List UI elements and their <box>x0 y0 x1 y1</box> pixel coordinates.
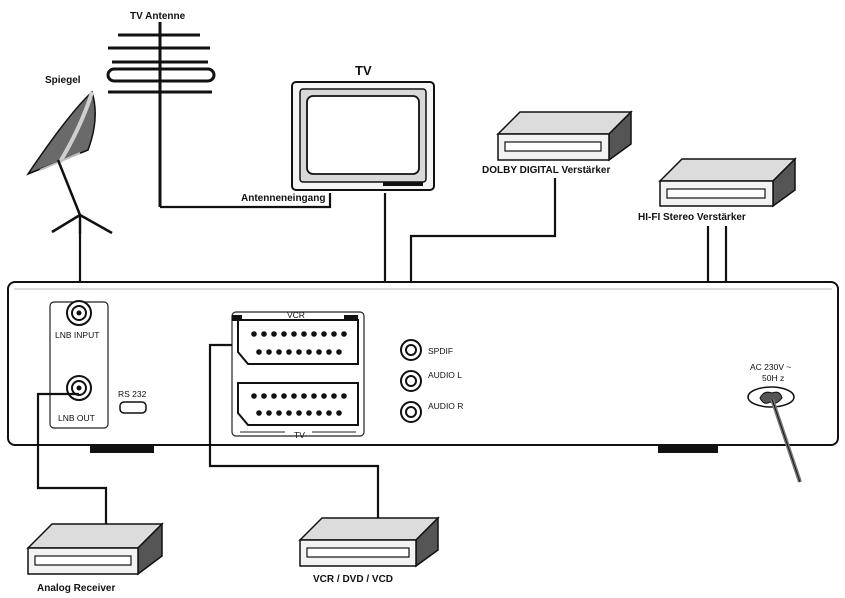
hifi-amplifier <box>658 157 797 208</box>
ac-voltage-label: AC 230V ~ <box>750 362 791 372</box>
receiver-back-panel <box>7 281 839 453</box>
power-inlet <box>747 386 802 483</box>
scart-connector-tv <box>237 382 359 426</box>
ac-frequency-label: 50H z <box>762 373 784 383</box>
rs232-label: RS 232 <box>118 389 147 399</box>
vcr-scart-cable <box>208 343 380 518</box>
vcr-scart-label: VCR <box>287 310 305 320</box>
lnb-connector-block <box>49 300 109 429</box>
tv-set <box>291 81 435 191</box>
dolby-label: DOLBY DIGITAL Verstärker <box>482 165 610 176</box>
dolby-amplifier <box>496 110 633 162</box>
lnb-input-label: LNB INPUT <box>55 330 99 340</box>
lnb-out-cable <box>36 392 108 524</box>
vcr-dvd-label: VCR / DVD / VCD <box>313 574 393 585</box>
analog-receiver-label: Analog Receiver <box>37 583 115 594</box>
audio-l-label: AUDIO L <box>428 370 462 380</box>
audio-jacks <box>400 339 422 423</box>
scart-connector-vcr <box>232 315 359 365</box>
hifi-label: HI-FI Stereo Verstärker <box>638 212 746 223</box>
tv-label: TV <box>355 63 372 78</box>
tv-antenna-label: TV Antenne <box>130 11 186 22</box>
dish-label: Spiegel <box>45 75 81 86</box>
audio-r-label: AUDIO R <box>428 401 463 411</box>
analog-receiver <box>26 522 164 576</box>
tv-scart-label: TV <box>294 430 305 440</box>
vcr-dvd-vcd-device <box>298 516 440 568</box>
antenna-input-label: Antenneneingang <box>241 193 325 204</box>
rs232-port <box>119 401 147 414</box>
tv-antenna <box>106 22 216 207</box>
lnb-out-label: LNB OUT <box>58 413 95 423</box>
scart-block <box>231 311 365 437</box>
spdif-label: SPDIF <box>428 346 453 356</box>
antenna-cable <box>160 193 332 209</box>
satellite-dish <box>26 90 113 235</box>
